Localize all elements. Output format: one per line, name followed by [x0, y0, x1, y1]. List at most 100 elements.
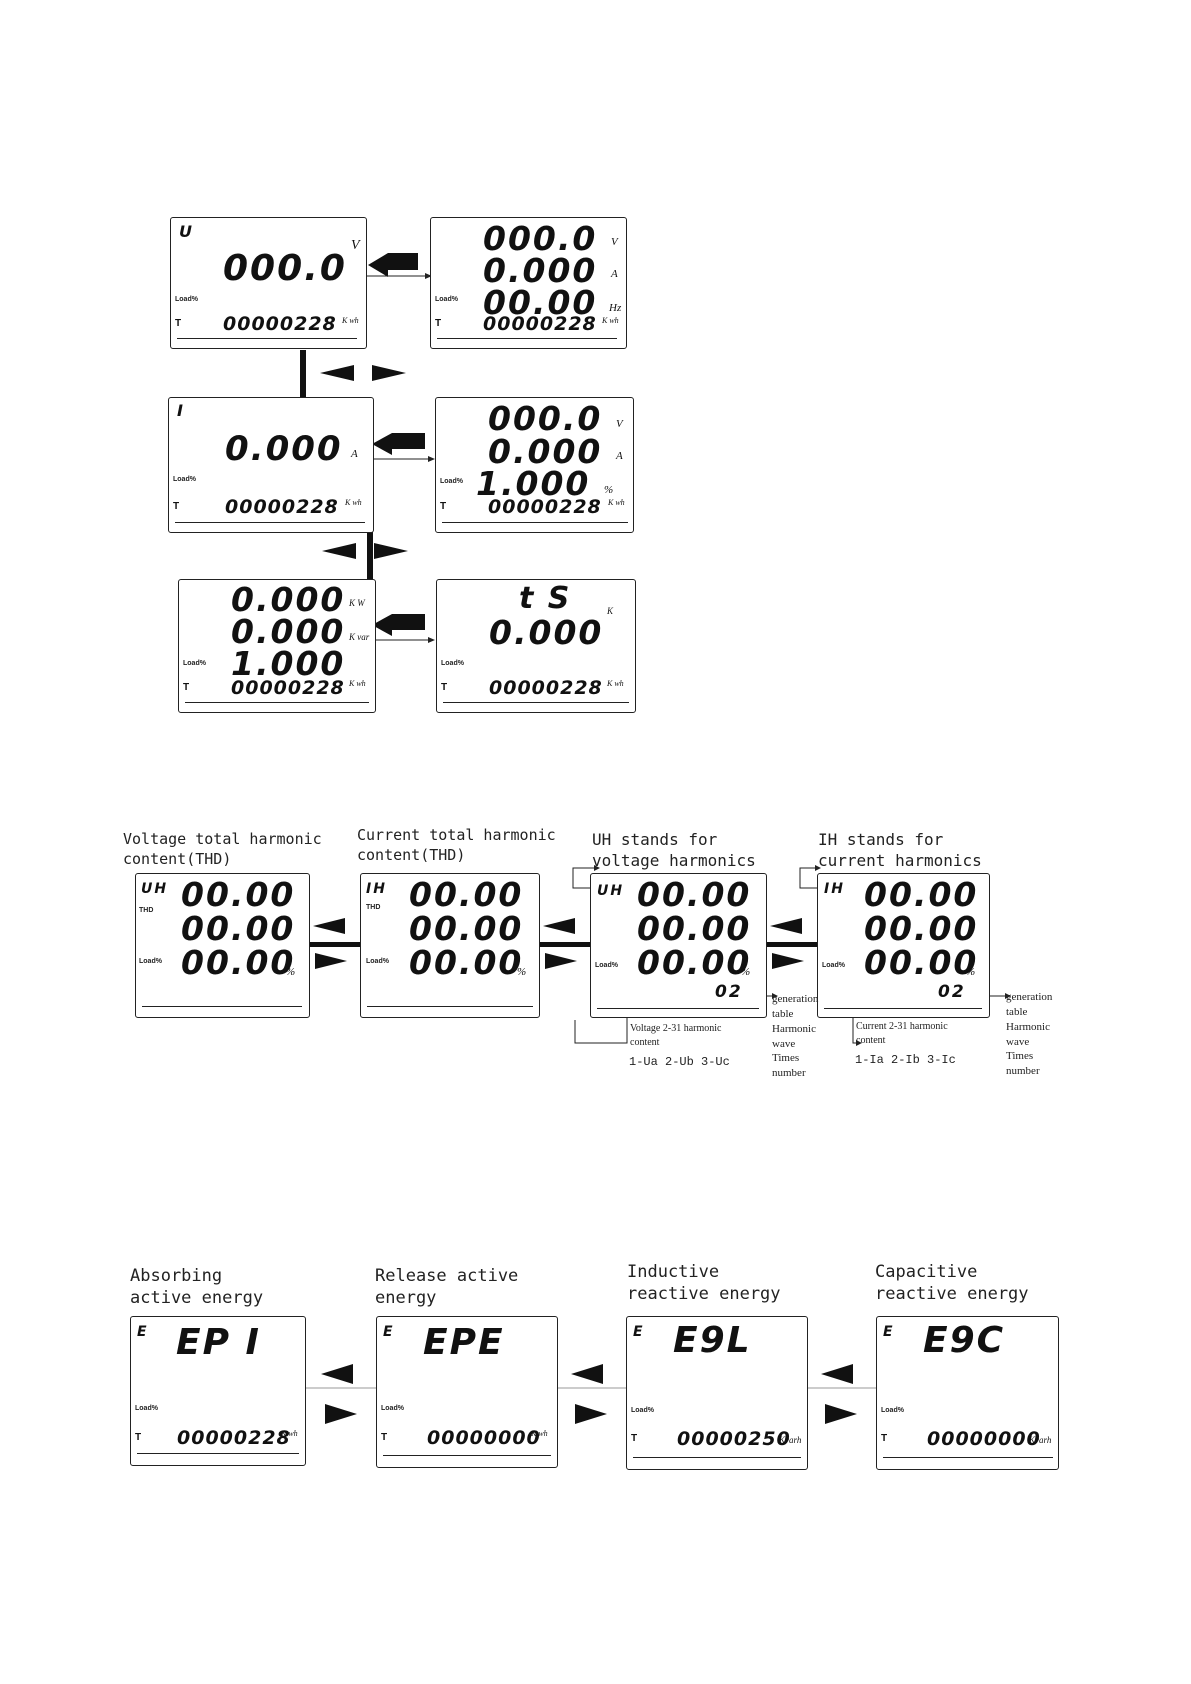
row-3-value: 00.00 [409, 943, 524, 982]
energy-code: E9C [923, 1320, 1006, 1361]
panel-label: IH [366, 881, 387, 897]
harmonic-order: 02 [715, 982, 743, 1002]
unit-label: % [604, 484, 614, 496]
panel-label: UH [597, 883, 625, 899]
current-value: 0.000 [488, 432, 603, 471]
panel-label: E [633, 1324, 645, 1340]
link-u-i [300, 350, 306, 400]
t-label: T [183, 682, 190, 693]
energy-value: 00000000 [427, 1427, 541, 1449]
panel-label: UH [141, 881, 169, 897]
power-panel: 0.000 K W 0.000 K var 1.000 Load% T 0000… [178, 579, 376, 713]
load-label: Load% [440, 478, 463, 485]
left-arrow-icon[interactable] [770, 918, 802, 934]
link-i-p [367, 530, 373, 580]
left-arrow-icon[interactable] [313, 918, 345, 934]
row-2-value: 00.00 [409, 909, 524, 948]
energy-value: 00000228 [489, 677, 603, 699]
energy-code: EPE [423, 1322, 505, 1363]
ih-phases: 1-Ia 2-Ib 3-Ic [855, 1053, 956, 1067]
load-label: Load% [441, 660, 464, 667]
load-label: Load% [381, 1405, 404, 1412]
energy-value: 00000228 [177, 1427, 291, 1449]
load-label: Load% [175, 296, 198, 303]
row-3-value: 00.00 [181, 943, 296, 982]
left-arrow-icon[interactable] [322, 543, 356, 559]
thd-label: THD [139, 907, 154, 914]
ts-panel: t S 0.000 K Load% T 00000228 K wh [436, 579, 636, 713]
right-arrow-icon[interactable] [325, 1404, 357, 1424]
right-arrow-icon[interactable] [575, 1404, 607, 1424]
unit-label: A [611, 268, 618, 280]
panel-label: IH [824, 881, 845, 897]
unit-label: V [616, 418, 623, 430]
row-2-value: 00.00 [864, 909, 979, 948]
reactive-power-value: 0.000 [231, 612, 346, 651]
harmonic-order: 02 [938, 982, 966, 1002]
right-arrow-icon[interactable] [315, 953, 347, 969]
energy-unit: K wh [349, 679, 366, 688]
energy-unit: K wh [281, 1429, 298, 1438]
left-arrow-icon[interactable] [571, 1364, 603, 1384]
left-arrow-icon[interactable] [321, 1364, 353, 1384]
u-detail-panel: 000.0 V 0.000 A 00.00 Hz Load% T 0000022… [430, 217, 627, 349]
row-1-value: 00.00 [181, 875, 296, 914]
eqc-panel: E E9C Load% T 00000000 Kvarh [876, 1316, 1059, 1470]
row-2-value: 00.00 [637, 909, 752, 948]
power-factor-value: 1.000 [231, 644, 346, 683]
t-label: T [435, 318, 442, 329]
energy-value: 00000228 [231, 677, 345, 699]
i-detail-panel: 000.0 V 0.000 A 1.000 % Load% T 00000228… [435, 397, 634, 533]
t-label: T [381, 1432, 388, 1443]
right-arrow-icon[interactable] [374, 543, 408, 559]
ih-panel: IH 00.00 00.00 00.00 % 02 Load% [817, 873, 990, 1018]
return-arrow-icon [372, 614, 425, 636]
right-arrow-icon[interactable] [372, 365, 406, 381]
left-arrow-icon[interactable] [320, 365, 354, 381]
unit-label: K W [349, 598, 365, 608]
t-label: T [173, 501, 180, 512]
row-1-value: 00.00 [409, 875, 524, 914]
unit-label: % [286, 966, 296, 978]
frequency-value: 00.00 [483, 283, 598, 322]
left-arrow-icon[interactable] [821, 1364, 853, 1384]
active-power-value: 0.000 [231, 580, 346, 619]
left-arrow-icon[interactable] [543, 918, 575, 934]
ep1-panel: E EP I Load% T 00000228 K wh [130, 1316, 306, 1466]
unit-label: Hz [609, 302, 622, 314]
uh-phases: 1-Ua 2-Ub 3-Uc [629, 1055, 730, 1069]
load-label: Load% [631, 1407, 654, 1414]
t-label: T [440, 501, 447, 512]
unit-label: % [517, 966, 527, 978]
t-label: T [441, 682, 448, 693]
u-main-panel: U V 000.0 Load% T 00000228 K wh [170, 217, 367, 349]
energy-unit: K wh [607, 679, 624, 688]
t-label: T [631, 1433, 638, 1444]
panel-label: I [177, 401, 185, 420]
power-factor-value: 1.000 [476, 464, 591, 503]
energy-unit: Kvarh [779, 1435, 802, 1445]
eql-panel: E E9L Load% T 00000250 Kvarh [626, 1316, 808, 1470]
unit-label: % [966, 966, 976, 978]
load-label: Load% [435, 296, 458, 303]
voltage-value: 000.0 [488, 399, 603, 438]
energy-unit: K wh [608, 498, 625, 507]
right-arrow-icon[interactable] [825, 1404, 857, 1424]
energy-value: 00000228 [225, 496, 339, 518]
right-arrow-icon[interactable] [545, 953, 577, 969]
row-2-value: 00.00 [181, 909, 296, 948]
t-label: T [881, 1433, 888, 1444]
panel-label: E [383, 1324, 395, 1340]
unit-label: V [611, 236, 618, 248]
right-arrow-icon[interactable] [772, 953, 804, 969]
panel-label: E [137, 1324, 149, 1340]
load-label: Load% [822, 962, 845, 969]
